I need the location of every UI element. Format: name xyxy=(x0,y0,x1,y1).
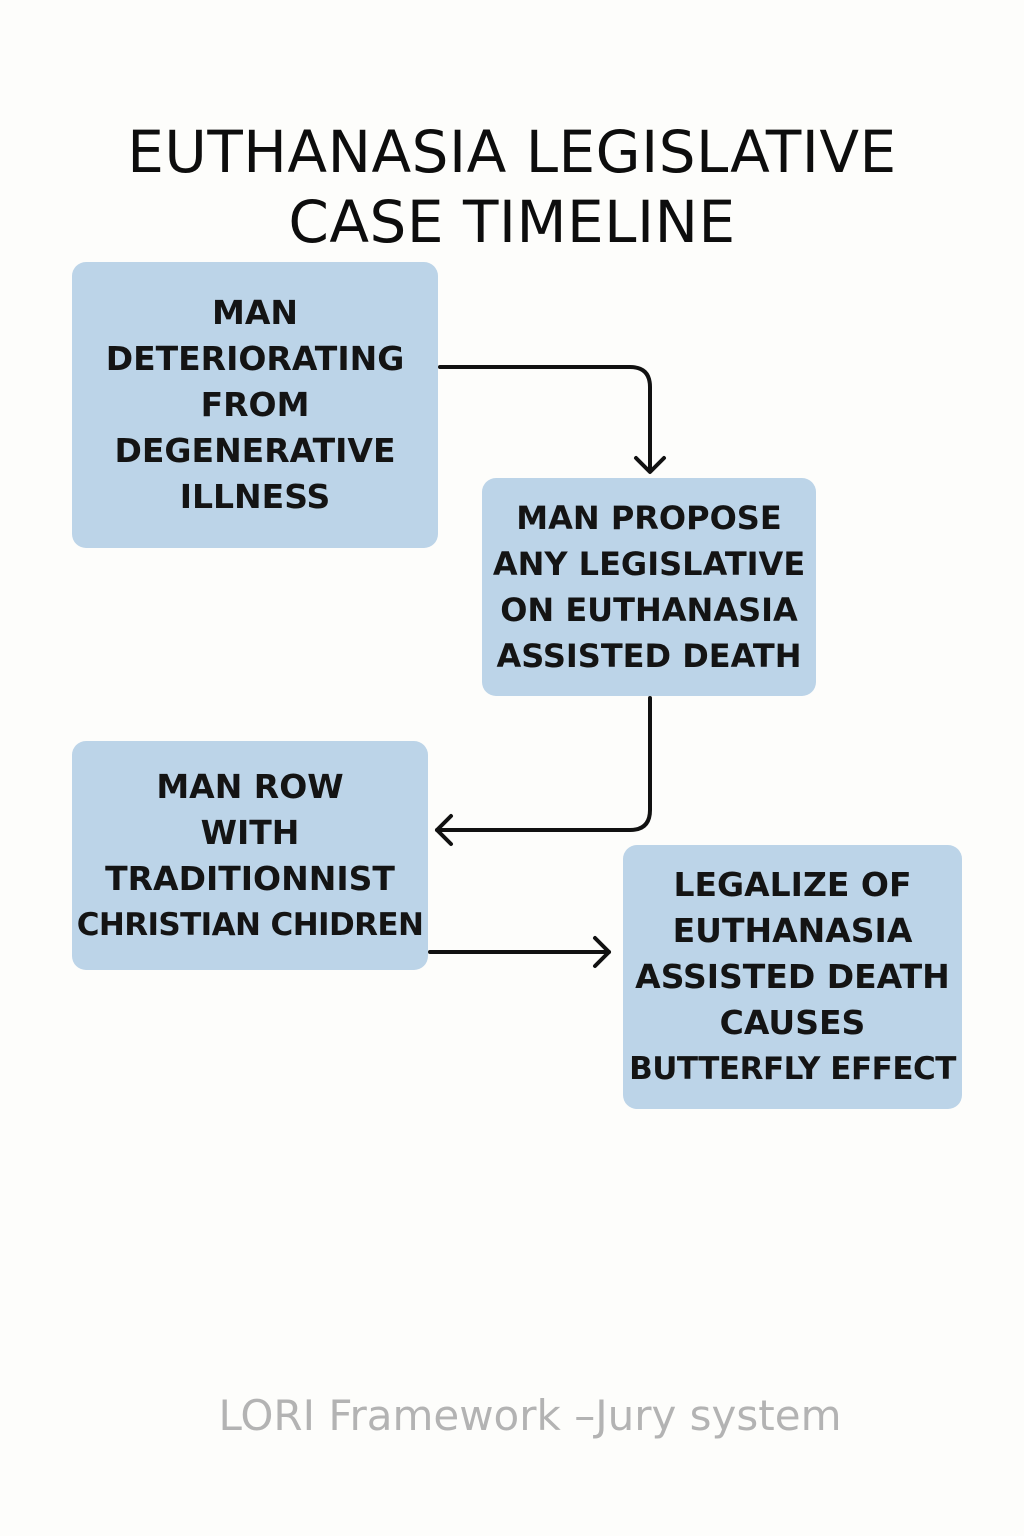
node-3-line-4: CHRISTIAN CHIDREN xyxy=(76,906,424,943)
node-propose-legislation: MAN PROPOSE ANY LEGISLATIVE ON EUTHANASI… xyxy=(482,478,816,696)
node-4-line-4: CAUSES xyxy=(719,1003,866,1042)
arrowhead-node3 xyxy=(435,814,453,846)
node-3-line-2: WITH xyxy=(200,812,300,852)
node-1-line-1: MAN xyxy=(212,293,298,332)
node-2-line-2: ANY LEGISLATIVE xyxy=(492,545,806,583)
node-4-line-3: ASSISTED DEATH xyxy=(635,957,950,996)
arrow-node2-to-node3 xyxy=(435,696,652,832)
node-2-line-3: ON EUTHANASIA xyxy=(500,591,798,629)
node-4-line-5: BUTTERFLY EFFECT xyxy=(629,1051,956,1087)
page-title: EUTHANASIA LEGISLATIVE CASE TIMELINE xyxy=(0,117,1024,257)
title-line-2: CASE TIMELINE xyxy=(288,187,736,256)
title-line-1: EUTHANASIA LEGISLATIVE xyxy=(127,117,897,186)
arrow-node1-to-node2 xyxy=(438,365,652,472)
node-1-line-2: DETERIORATING xyxy=(105,339,405,378)
node-3-line-3: TRADITIONNIST xyxy=(105,858,395,898)
node-deteriorating-illness: MAN DETERIORATING FROM DEGENERATIVE ILLN… xyxy=(72,262,438,548)
node-4-line-1: LEGALIZE OF xyxy=(673,865,912,904)
arrowhead-node2 xyxy=(634,456,666,474)
node-2-line-1: MAN PROPOSE xyxy=(516,499,782,537)
node-1-line-3: FROM xyxy=(200,385,310,424)
node-1-line-5: ILLNESS xyxy=(179,477,331,516)
node-2-line-4: ASSISTED DEATH xyxy=(496,637,802,675)
footer-caption: LORI Framework –Jury system xyxy=(218,1391,842,1440)
arrowhead-node4 xyxy=(593,936,611,968)
node-butterfly-effect: LEGALIZE OF EUTHANASIA ASSISTED DEATH CA… xyxy=(623,845,962,1109)
node-4-line-2: EUTHANASIA xyxy=(672,911,913,950)
node-row-with-children: MAN ROW WITH TRADITIONNIST CHRISTIAN CHI… xyxy=(72,741,428,970)
node-1-line-4: DEGENERATIVE xyxy=(114,431,396,470)
node-3-line-1: MAN ROW xyxy=(156,766,344,806)
